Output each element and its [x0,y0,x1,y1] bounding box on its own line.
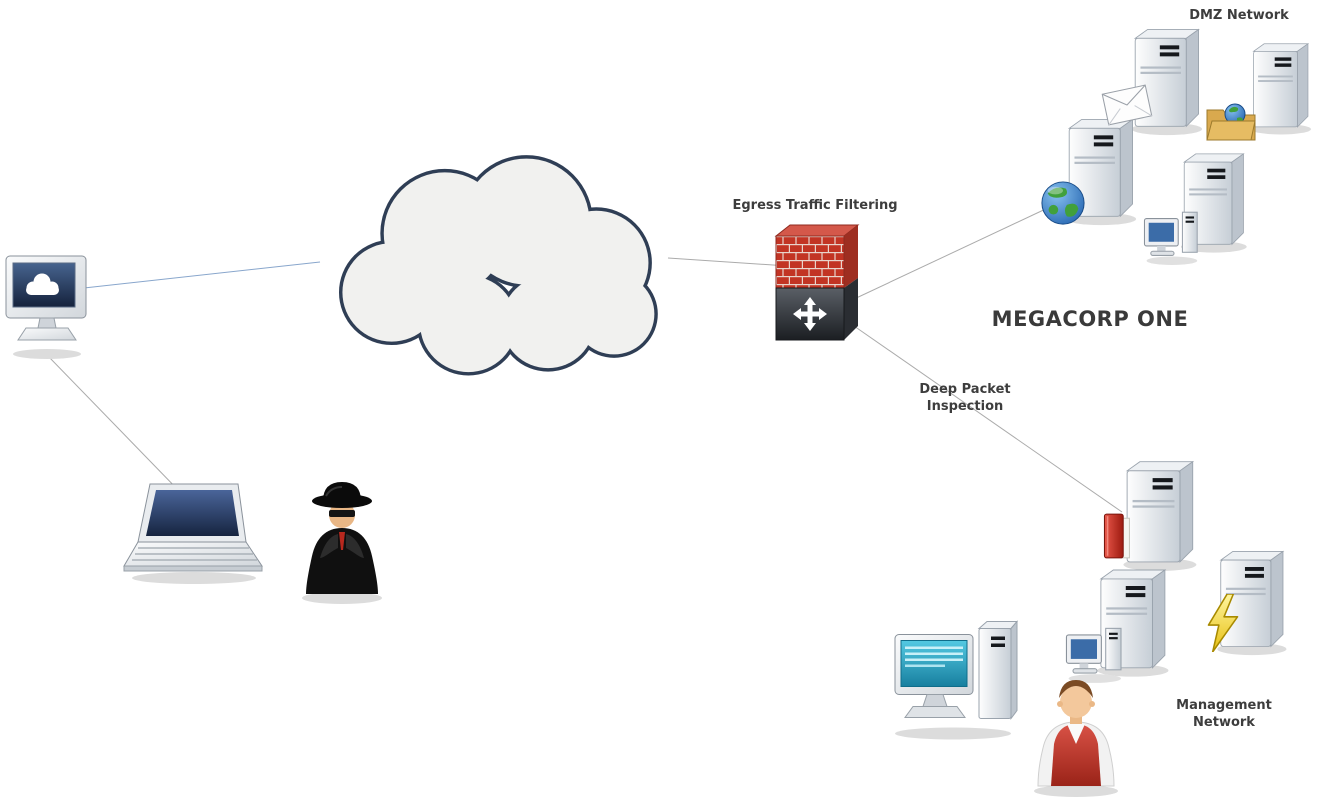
megacorp-title: MEGACORP ONE [991,307,1189,331]
dmz-terminal-accessory [1142,208,1206,266]
lightning-bolt-icon [1207,593,1239,653]
red-book-icon [1103,513,1130,559]
mgmt-console [891,616,1026,742]
internet-cloud [303,133,681,379]
attacker-monitor [2,252,97,362]
attacker-laptop [122,482,272,587]
cloud-icon [303,133,681,379]
envelope-icon [1101,84,1153,126]
mgmt-log-accessory [1102,512,1134,562]
dmz-web-accessory [1040,180,1086,226]
monitor-cloud-icon [5,255,87,359]
folder-globe-icon [1206,103,1256,141]
admin-person-icon [1034,680,1118,797]
deep-packet-inspection-label: Deep Packet Inspection [919,382,1011,415]
spy-icon [302,482,382,604]
connection-monitor-cloud [83,261,321,289]
mgmt-power-accessory [1204,593,1242,653]
dmz-file-server [1204,100,1258,144]
egress-firewall [770,220,865,355]
egress-filtering-label: Egress Traffic Filtering [732,198,898,213]
connection-monitor-laptop [47,355,183,495]
dmz-mail-accessory [1101,84,1153,127]
workstation-icon [894,620,1019,740]
globe-icon [1041,181,1085,225]
connection-firewall-dmz [851,205,1053,301]
attacker-spy [290,476,395,606]
workstation-small-icon [1142,208,1206,266]
firewall-icon [774,224,860,341]
dmz-network-label: DMZ Network [1189,8,1289,23]
laptop-icon [123,483,263,584]
connection-firewall-management [853,325,1123,513]
connection-cloud-firewall [667,257,789,267]
management-network-label: Management Network [1176,698,1272,731]
mgmt-admin [1021,664,1131,799]
